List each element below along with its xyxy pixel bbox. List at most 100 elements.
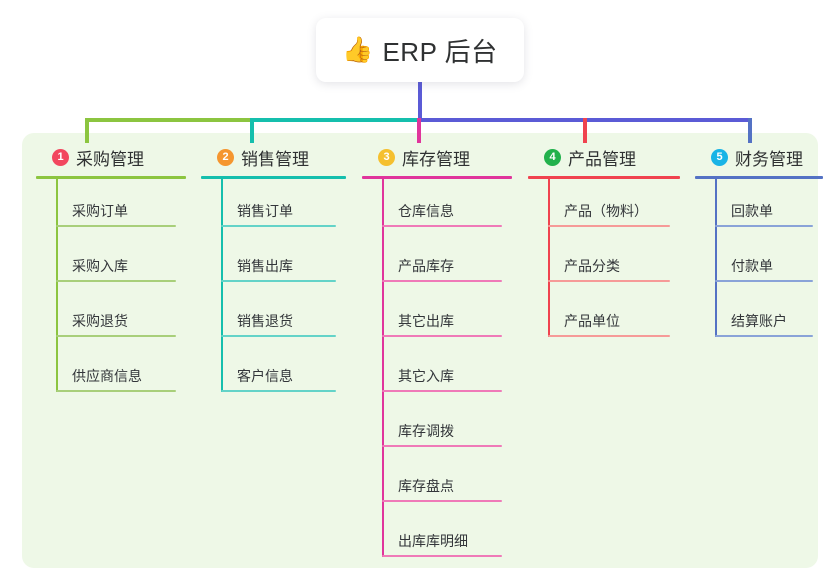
leaf-item[interactable]: 供应商信息 — [36, 344, 186, 399]
leaf-underline — [382, 225, 502, 227]
branch-title-4: 产品管理 — [568, 149, 636, 169]
leaf-item[interactable]: 销售出库 — [201, 234, 346, 289]
branch-title-1: 采购管理 — [76, 149, 144, 169]
branch-items-3: 仓库信息产品库存其它出库其它入库库存调拨库存盘点出库库明细 — [362, 179, 512, 564]
branch-column-5: 5 财务管理回款单付款单结算账户 — [695, 145, 823, 344]
branch-spine-3 — [382, 179, 384, 557]
leaf-label: 客户信息 — [237, 368, 293, 384]
branch-title-3: 库存管理 — [402, 149, 470, 169]
branch-items-2: 销售订单销售出库销售退货客户信息 — [201, 179, 346, 399]
leaf-underline — [221, 335, 336, 337]
leaf-label: 销售出库 — [237, 258, 293, 274]
leaf-item[interactable]: 付款单 — [695, 234, 823, 289]
leaf-item[interactable]: 出库库明细 — [362, 509, 512, 564]
leaf-label: 产品库存 — [398, 258, 454, 274]
leaf-label: 销售订单 — [237, 203, 293, 219]
leaf-underline — [548, 335, 670, 337]
leaf-item[interactable]: 库存调拨 — [362, 399, 512, 454]
branches-panel — [22, 133, 818, 568]
branch-badge-1: 1 — [52, 148, 69, 166]
branch-badge-2: 2 — [217, 148, 234, 166]
leaf-underline — [382, 335, 502, 337]
branch-header-4[interactable]: 4 产品管理 — [528, 145, 680, 169]
branch-header-3[interactable]: 3 库存管理 — [362, 145, 512, 169]
leaf-item[interactable]: 采购入库 — [36, 234, 186, 289]
branch-underline-4 — [528, 176, 680, 179]
branch-badge-3: 3 — [378, 148, 395, 166]
leaf-label: 库存调拨 — [398, 423, 454, 439]
leaf-underline — [548, 280, 670, 282]
leaf-underline — [221, 390, 336, 392]
leaf-label: 仓库信息 — [398, 203, 454, 219]
leaf-underline — [715, 225, 813, 227]
branch-items-1: 采购订单采购入库采购退货供应商信息 — [36, 179, 186, 399]
leaf-item[interactable]: 采购订单 — [36, 179, 186, 234]
leaf-label: 付款单 — [731, 258, 773, 274]
leaf-label: 采购入库 — [72, 258, 128, 274]
leaf-item[interactable]: 采购退货 — [36, 289, 186, 344]
branch-header-2[interactable]: 2 销售管理 — [201, 145, 346, 169]
leaf-item[interactable]: 仓库信息 — [362, 179, 512, 234]
leaf-underline — [56, 390, 176, 392]
branch-title-5: 财务管理 — [735, 149, 803, 169]
leaf-label: 结算账户 — [731, 313, 787, 329]
branch-header-1[interactable]: 1 采购管理 — [36, 145, 186, 169]
leaf-label: 产品（物料） — [564, 203, 648, 219]
branch-header-5[interactable]: 5 财务管理 — [695, 145, 823, 169]
branch-spine-2 — [221, 179, 223, 392]
leaf-underline — [382, 555, 502, 557]
branch-badge-5: 5 — [711, 148, 728, 166]
thumbs-up-emoji: 👍 — [342, 35, 374, 64]
leaf-item[interactable]: 产品单位 — [528, 289, 680, 344]
leaf-underline — [221, 280, 336, 282]
leaf-label: 出库库明细 — [398, 533, 468, 549]
branch-column-3: 3 库存管理仓库信息产品库存其它出库其它入库库存调拨库存盘点出库库明细 — [362, 145, 512, 564]
branch-spine-1 — [56, 179, 58, 392]
leaf-underline — [715, 335, 813, 337]
leaf-underline — [56, 280, 176, 282]
leaf-item[interactable]: 结算账户 — [695, 289, 823, 344]
branch-items-4: 产品（物料） 产品分类产品单位 — [528, 179, 680, 344]
root-node[interactable]: 👍 ERP 后台 — [316, 18, 524, 82]
leaf-underline — [382, 390, 502, 392]
leaf-label: 其它出库 — [398, 313, 454, 329]
leaf-label: 采购订单 — [72, 203, 128, 219]
leaf-underline — [56, 225, 176, 227]
leaf-underline — [382, 500, 502, 502]
leaf-label: 产品分类 — [564, 258, 620, 274]
leaf-item[interactable]: 销售退货 — [201, 289, 346, 344]
branch-underline-1 — [36, 176, 186, 179]
leaf-item[interactable]: 其它出库 — [362, 289, 512, 344]
leaf-underline — [382, 445, 502, 447]
leaf-item[interactable]: 销售订单 — [201, 179, 346, 234]
leaf-underline — [382, 280, 502, 282]
root-title: ERP 后台 — [382, 36, 498, 67]
leaf-item[interactable]: 其它入库 — [362, 344, 512, 399]
branch-column-2: 2 销售管理销售订单销售出库销售退货客户信息 — [201, 145, 346, 399]
branch-spine-4 — [548, 179, 550, 337]
leaf-item[interactable]: 产品（物料） — [528, 179, 680, 234]
branch-underline-5 — [695, 176, 823, 179]
branch-spine-5 — [715, 179, 717, 337]
branch-title-2: 销售管理 — [241, 149, 309, 169]
branch-column-4: 4 产品管理产品（物料） 产品分类产品单位 — [528, 145, 680, 344]
leaf-label: 采购退货 — [72, 313, 128, 329]
leaf-label: 库存盘点 — [398, 478, 454, 494]
leaf-label: 销售退货 — [237, 313, 293, 329]
branch-underline-2 — [201, 176, 346, 179]
leaf-label: 供应商信息 — [72, 368, 142, 384]
leaf-item[interactable]: 产品库存 — [362, 234, 512, 289]
branch-items-5: 回款单付款单结算账户 — [695, 179, 823, 344]
leaf-item[interactable]: 库存盘点 — [362, 454, 512, 509]
leaf-item[interactable]: 客户信息 — [201, 344, 346, 399]
branch-column-1: 1 采购管理采购订单采购入库采购退货供应商信息 — [36, 145, 186, 399]
leaf-underline — [715, 280, 813, 282]
leaf-item[interactable]: 产品分类 — [528, 234, 680, 289]
leaf-label: 产品单位 — [564, 313, 620, 329]
branch-underline-3 — [362, 176, 512, 179]
leaf-item[interactable]: 回款单 — [695, 179, 823, 234]
leaf-underline — [548, 225, 670, 227]
branch-badge-4: 4 — [544, 148, 561, 166]
